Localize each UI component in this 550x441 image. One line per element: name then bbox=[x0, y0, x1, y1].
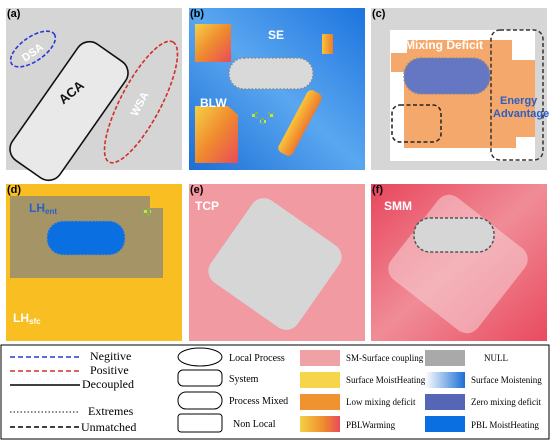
legend-label-pbl-moistheating: PBL MoistHeating bbox=[471, 420, 539, 430]
pbl-warming-block-bottom bbox=[195, 106, 238, 163]
legend-swatch-low-mixing-deficit bbox=[300, 394, 340, 410]
legend-label-extremes: Extremes bbox=[88, 404, 134, 418]
legend-label-positive: Positive bbox=[90, 363, 129, 377]
legend-shape-non-local bbox=[177, 413, 223, 433]
legend-label-surface-moistheating: Surface MoistHeating bbox=[346, 375, 426, 385]
pbl-warming-bar bbox=[278, 90, 322, 156]
smm-label: SMM bbox=[384, 199, 412, 213]
legend-shape-system bbox=[177, 369, 223, 387]
pbl-warming-block-top bbox=[195, 24, 231, 62]
legend-swatch-surface-moistheating bbox=[300, 372, 340, 388]
panel-c: (c) Mixing Deficit Energy Advantage bbox=[371, 8, 549, 170]
moisture-patch bbox=[143, 208, 151, 216]
legend-label-process-mixed: Process Mixed bbox=[229, 396, 288, 407]
legend-shape-process-mixed bbox=[177, 391, 223, 410]
legend: Negitive Positive Decoupled Extremes Unm… bbox=[0, 344, 550, 440]
legend-label-local-process: Local Process bbox=[229, 353, 285, 364]
legend-label-decoupled: Decoupled bbox=[82, 377, 134, 391]
unmatched-box-right bbox=[490, 29, 544, 161]
pbl-warming-small-block bbox=[322, 34, 333, 54]
panel-b-label: (b) bbox=[190, 8, 204, 20]
lh-sfc-sub: sfc bbox=[29, 317, 41, 326]
moisture-dot-1 bbox=[252, 112, 258, 118]
legend-label-null: NULL bbox=[484, 353, 508, 363]
unmatched-box-left bbox=[391, 104, 442, 143]
legend-label-low-mixing-deficit: Low mixing deficit bbox=[346, 397, 416, 407]
extremes-local-process bbox=[228, 57, 314, 90]
mixing-deficit-label: Mixing Deficit bbox=[405, 38, 483, 52]
legend-swatch-null bbox=[425, 350, 465, 366]
smm-process-mixed bbox=[413, 217, 495, 253]
energy-label-line2: Advantage bbox=[493, 108, 549, 120]
lh-ent-sub: ent bbox=[45, 207, 57, 216]
legend-label-pblwarming: PBLWarming bbox=[346, 420, 396, 430]
lh-ent-label: LHent bbox=[29, 201, 57, 216]
panel-d-label: (d) bbox=[7, 184, 21, 196]
panel-f-label: (f) bbox=[372, 184, 383, 196]
legend-label-surface-moistening: Surface Moistening bbox=[471, 375, 542, 385]
lh-ent-main: LH bbox=[29, 201, 45, 215]
legend-swatch-pbl-moistheating bbox=[425, 416, 465, 432]
dsa-ellipse bbox=[9, 30, 57, 68]
legend-label-zero-mixing-deficit: Zero mixing deficit bbox=[471, 397, 541, 407]
legend-label-unmatched: Unmatched bbox=[81, 420, 136, 434]
wsa-ellipse bbox=[103, 40, 179, 164]
lh-sfc-main: LH bbox=[13, 311, 29, 325]
panel-f: (f) SMM bbox=[371, 184, 547, 341]
panel-d: (d) LHent LHsfc bbox=[6, 184, 182, 341]
legend-label-system: System bbox=[229, 374, 259, 385]
legend-label-non-local: Non Local bbox=[233, 419, 276, 430]
tcp-system-box bbox=[208, 198, 342, 330]
lh-sfc-label: LHsfc bbox=[13, 311, 41, 326]
aca-system-box bbox=[9, 40, 129, 182]
legend-shape-ellipse bbox=[177, 347, 223, 367]
legend-swatch-zero-mixing-deficit bbox=[425, 394, 465, 410]
se-label: SE bbox=[268, 28, 284, 42]
legend-label-sm-surface-coupling: SM-Surface coupling bbox=[346, 353, 424, 363]
moisture-dot-2 bbox=[260, 118, 266, 124]
panel-b: (b) SE BLW bbox=[189, 8, 365, 170]
panel-e-label: (e) bbox=[190, 184, 204, 196]
blw-label: BLW bbox=[200, 96, 227, 110]
moisture-dot-3 bbox=[268, 112, 274, 118]
legend-label-negative: Negitive bbox=[90, 349, 131, 363]
legend-swatch-surface-moistening bbox=[425, 372, 465, 388]
energy-label-line1: Energy bbox=[500, 95, 538, 107]
legend-swatch-sm-surface-coupling bbox=[300, 350, 340, 366]
pbl-moistheating-process bbox=[46, 220, 126, 256]
panel-e: (e) TCP bbox=[189, 184, 365, 341]
panel-c-label: (c) bbox=[372, 8, 386, 20]
panel-a: (a) DSA ACA WSA bbox=[6, 8, 182, 182]
panel-a-label: (a) bbox=[7, 8, 21, 20]
zero-mixing-deficit-process bbox=[403, 57, 491, 95]
legend-swatch-pblwarming bbox=[300, 416, 340, 432]
tcp-label: TCP bbox=[195, 199, 219, 213]
